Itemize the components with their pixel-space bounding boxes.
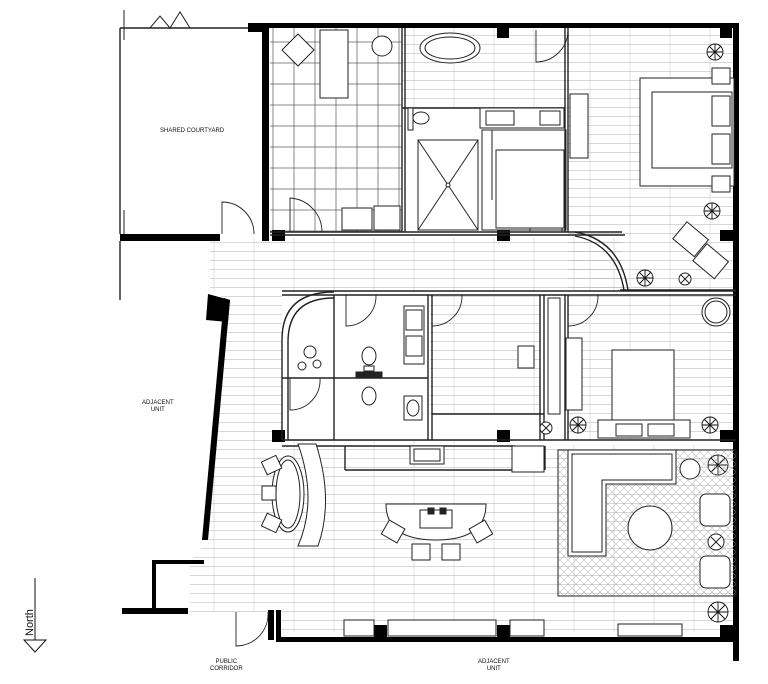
walls [120,23,739,661]
courtyard-fence [123,10,248,234]
north-arrow [22,578,48,653]
public-corridor-line-1: PUBLIC [215,659,238,665]
adjacent-unit-west-line-1: ADJACENT [142,400,174,406]
adjacent-unit-south-label: ADJACENT UNIT [478,659,510,673]
study [517,297,561,435]
kitchen-counter [380,445,545,561]
courtyard-label: SHARED COURTYARD [160,128,225,134]
dining [260,443,327,547]
small-bath [297,305,425,421]
north-label: North [24,609,36,636]
living-room [557,449,737,597]
public-corridor-label: PUBLIC CORRIDOR [210,659,243,673]
bedroom-2 [565,297,731,439]
adjacent-unit-west-label: ADJACENT UNIT [142,400,174,414]
adjacent-unit-south-line-1: ADJACENT [478,659,510,665]
adjacent-unit-west-line-2: UNIT [150,407,165,413]
south-furniture [343,619,683,637]
master-bath-fixtures [407,32,567,231]
adjacent-unit-south-line-2: UNIT [486,666,501,672]
bath-fixtures [281,29,401,231]
bedroom-1 [569,67,735,286]
public-corridor-line-2: CORRIDOR [210,666,243,672]
